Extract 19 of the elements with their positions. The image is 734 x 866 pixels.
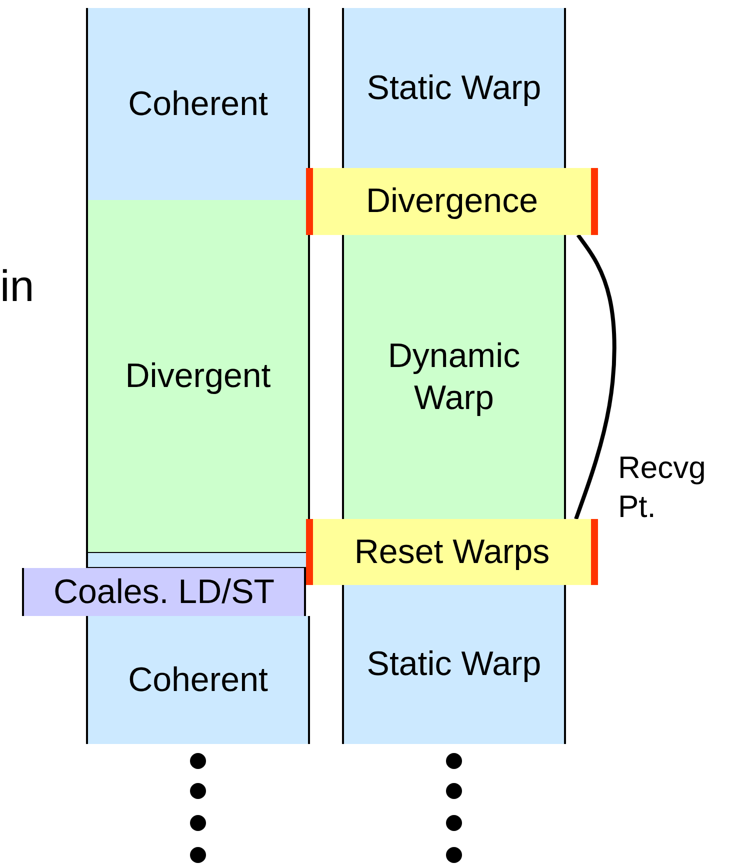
- block-label: Static Warp: [366, 644, 542, 686]
- block-label: Dynamic Warp: [386, 336, 522, 419]
- warp-block: [342, 8, 566, 168]
- block-label: Divergence: [366, 181, 538, 222]
- warp-block: [86, 616, 310, 744]
- event-box: [306, 519, 598, 585]
- slide-text: in: [0, 262, 34, 312]
- block-label: Coherent: [128, 84, 268, 125]
- block-label: Coales. LD/ST: [53, 572, 275, 613]
- warp-block: [86, 200, 310, 552]
- warp-block: [342, 585, 566, 744]
- block-label: Divergent: [125, 356, 271, 397]
- event-box: [306, 168, 598, 235]
- operation-bar: [22, 568, 306, 616]
- block-label: Reset Warps: [354, 532, 550, 573]
- block-label: Coherent: [128, 660, 268, 701]
- warp-block: [86, 8, 310, 200]
- block-label: Static Warp: [366, 68, 542, 109]
- warp-block: [342, 235, 566, 519]
